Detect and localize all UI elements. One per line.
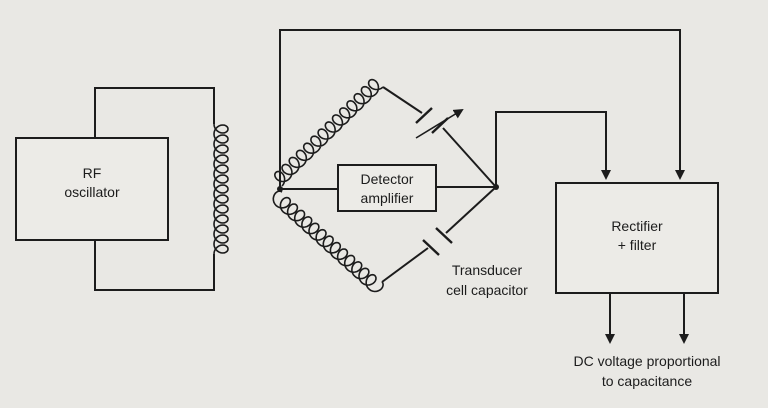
lower-bridge-coil — [272, 190, 384, 293]
oscillator-top-wire — [94, 87, 215, 138]
rf-oscillator-block — [15, 137, 169, 241]
detector-amplifier-block — [337, 164, 437, 212]
rectifier-filter-block — [555, 182, 719, 294]
lower-arm-wire-1 — [381, 247, 429, 283]
upper-bridge-coil — [273, 78, 384, 187]
rectifier-label-1: Rectifier — [611, 218, 663, 234]
oscillator-bottom-wire — [94, 240, 215, 291]
rectifier-label-2: + filter — [618, 237, 657, 253]
primary-coil — [213, 123, 229, 255]
output-label-1: DC voltage proportional — [573, 353, 720, 369]
lower-arm-wire-2 — [445, 186, 497, 234]
rf-oscillator-label-2: oscillator — [64, 184, 120, 200]
detector-amplifier-label-2: amplifier — [361, 190, 414, 206]
output-label-2: to capacitance — [602, 373, 692, 389]
upper-arm-wire-1 — [382, 86, 423, 114]
transducer-label-2: cell capacitor — [446, 282, 528, 298]
transducer-capacitor-icon — [422, 227, 453, 256]
transducer-label-1: Transducer — [452, 262, 523, 278]
upper-arm-wire-2 — [442, 127, 497, 188]
feedback-wire — [279, 29, 685, 188]
detector-amplifier-label-1: Detector — [361, 171, 414, 187]
variable-capacitor-icon — [415, 107, 464, 139]
detector-to-rectifier-wire — [495, 111, 611, 187]
rf-oscillator-label-1: RF — [83, 165, 102, 181]
